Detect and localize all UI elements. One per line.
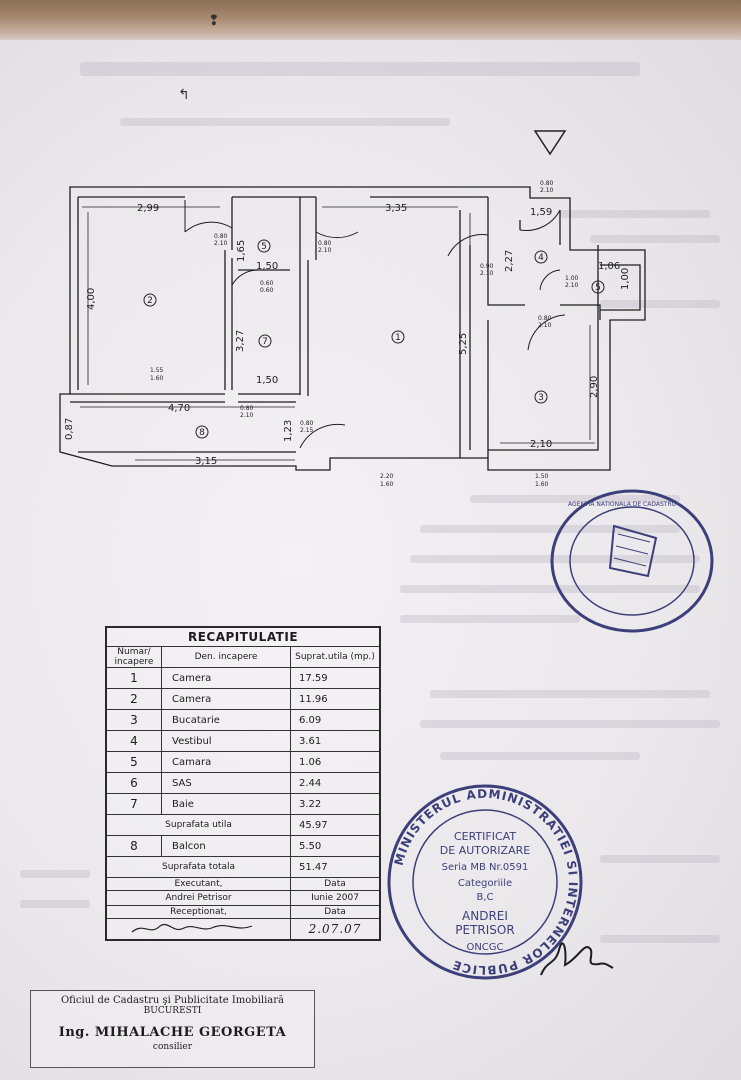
room-marker-3 xyxy=(534,390,548,404)
room-number-5a: 5 xyxy=(261,242,267,252)
dim-4-70: 4,70 xyxy=(168,403,190,414)
room-number-5b: 5 xyxy=(595,283,601,293)
room-marker-5a xyxy=(257,239,271,253)
handwritten-signature xyxy=(540,942,614,976)
dim-1-23: 1,23 xyxy=(283,420,294,442)
svg-text:2.10: 2.10 xyxy=(540,187,554,194)
room-marker-2 xyxy=(143,293,157,307)
door-label: 0.80 xyxy=(300,420,314,427)
receptionat-row: 2.07.07 xyxy=(105,918,381,941)
floor-plan: 2,99 3,35 1,59 1,06 1,00 4,00 1,65 1,50 … xyxy=(59,180,646,488)
svg-text:ONCGC: ONCGC xyxy=(466,942,503,953)
recap-table: RECAPITULATIE Numar/ incapere Den. incap… xyxy=(105,626,381,941)
door-label: 0.80 xyxy=(240,405,254,412)
executant-header-row: Executant, Data xyxy=(105,877,381,891)
svg-text:Seria MB Nr.0591: Seria MB Nr.0591 xyxy=(442,862,529,873)
svg-text:1.60: 1.60 xyxy=(535,481,549,488)
svg-text:CERTIFICAT: CERTIFICAT xyxy=(454,830,516,843)
dim-0-87: 0,87 xyxy=(64,418,75,440)
room-marker-7 xyxy=(258,334,272,348)
svg-text:AGENTIA NATIONALA DE CADASTRU: AGENTIA NATIONALA DE CADASTRU xyxy=(568,501,676,508)
svg-text:2.10: 2.10 xyxy=(240,412,254,419)
svg-text:PETRISOR: PETRISOR xyxy=(455,923,514,937)
paper-edge xyxy=(0,0,741,46)
dim-1-06: 1,06 xyxy=(598,261,620,272)
dim-2-10: 2,10 xyxy=(530,439,552,450)
dim-2-99: 2,99 xyxy=(137,203,159,214)
svg-text:2.10: 2.10 xyxy=(480,270,494,277)
room-marker-5b xyxy=(591,280,605,294)
executant-row: Andrei Petrisor Iunie 2007 xyxy=(105,890,381,906)
svg-text:DE AUTORIZARE: DE AUTORIZARE xyxy=(440,844,530,857)
room-number-7: 7 xyxy=(262,337,268,347)
dim-1-65: 1,65 xyxy=(236,240,247,262)
dim-1-50-bottom: 1,50 xyxy=(256,375,278,386)
dim-4-00: 4,00 xyxy=(86,288,97,310)
door-label: 0.80 xyxy=(214,233,228,240)
header-area: Suprat.utila (mp.) xyxy=(290,646,381,668)
window-label: 0.60 xyxy=(260,280,274,287)
header-name: Den. incapere xyxy=(161,646,291,668)
dim-1-50-top: 1,50 xyxy=(256,261,278,272)
dim-5-25: 5,25 xyxy=(458,333,469,355)
svg-text:2.10: 2.10 xyxy=(565,282,579,289)
balcon-row: 8 Balcon 5.50 xyxy=(105,835,381,857)
ink-mark-arrow: ↰ xyxy=(178,86,190,102)
svg-text:2.10: 2.10 xyxy=(318,247,332,254)
agency-stamp: AGENTIA NATIONALA DE CADASTRU xyxy=(550,489,714,633)
door-label: 0.80 xyxy=(318,240,332,247)
door-label: 0.80 xyxy=(540,180,554,187)
svg-text:ANDREI: ANDREI xyxy=(462,909,508,923)
dim-3-15: 3,15 xyxy=(195,456,217,467)
dim-1-59: 1,59 xyxy=(530,207,552,218)
dim-3-27: 3,27 xyxy=(235,330,246,352)
room-number-1: 1 xyxy=(395,333,401,343)
header-number: Numar/ incapere xyxy=(105,646,162,668)
room-marker-8 xyxy=(195,425,209,439)
north-arrow-icon xyxy=(533,130,567,156)
room-number-3: 3 xyxy=(538,393,544,403)
svg-text:B,C: B,C xyxy=(476,892,493,903)
ink-mark: ❢ xyxy=(208,12,220,28)
outer-wall xyxy=(59,186,646,471)
room-number-2: 2 xyxy=(147,296,153,306)
dim-3-35: 3,35 xyxy=(385,203,407,214)
door-label: 0.90 xyxy=(480,263,494,270)
room-marker-1 xyxy=(391,330,405,344)
dim-2-90: 2,90 xyxy=(589,376,600,398)
room-marker-4 xyxy=(534,250,548,264)
door-label: 1.00 xyxy=(565,275,579,282)
svg-text:1.60: 1.60 xyxy=(380,481,394,488)
window-label: 2.20 xyxy=(380,473,394,480)
recap-title: RECAPITULATIE xyxy=(105,626,381,647)
receptionat-header-row: Receptionat, Data xyxy=(105,905,381,919)
svg-text:0.60: 0.60 xyxy=(260,287,274,294)
suprafata-totala-row: Suprafata totala 51.47 xyxy=(105,856,381,878)
signature xyxy=(105,918,291,941)
svg-text:1.60: 1.60 xyxy=(150,375,164,382)
svg-text:2.10: 2.10 xyxy=(214,240,228,247)
ministry-stamp: MINISTERUL ADMINISTRATIEI SI INTERNELOR … xyxy=(387,784,583,980)
svg-text:2.10: 2.10 xyxy=(538,322,552,329)
ocpi-stamp-box: Oficiul de Cadastru şi Publicitate Imobi… xyxy=(30,990,315,1068)
window-label: 1.50 xyxy=(535,473,549,480)
room-number-8: 8 xyxy=(199,428,205,438)
room-number-4: 4 xyxy=(538,253,544,263)
svg-text:Categoriile: Categoriile xyxy=(458,878,512,889)
dim-2-27: 2,27 xyxy=(504,250,515,272)
svg-text:2.15: 2.15 xyxy=(300,427,314,434)
dim-1-00: 1,00 xyxy=(620,268,631,290)
window-label: 1.55 xyxy=(150,367,164,374)
door-label: 0.80 xyxy=(538,315,552,322)
suprafata-utila-row: Suprafata utila 45.97 xyxy=(105,814,381,836)
